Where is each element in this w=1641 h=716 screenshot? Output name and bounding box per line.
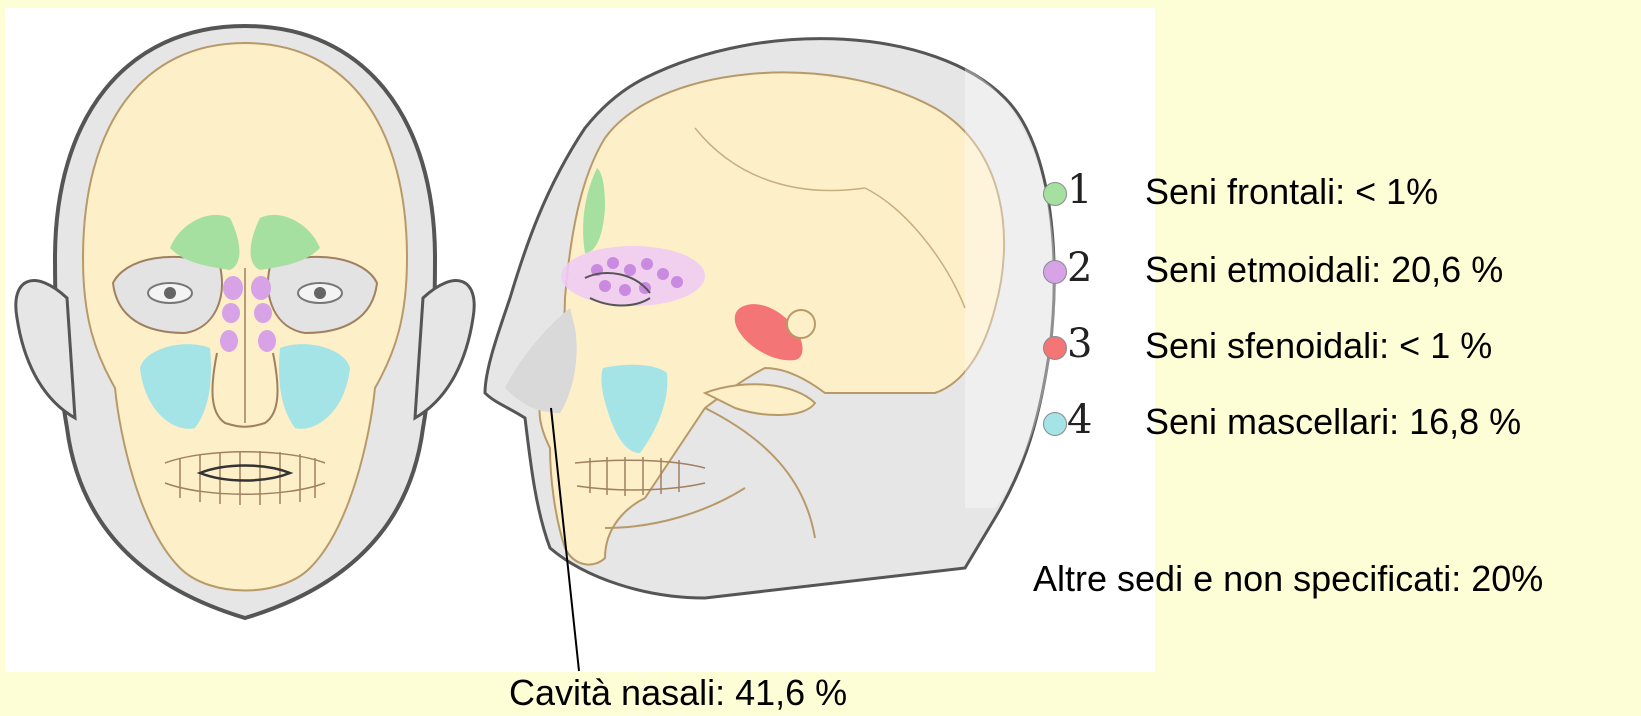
sinus-anatomy-illustration xyxy=(5,8,1155,672)
legend-number: 3 xyxy=(1067,320,1092,368)
sphenoid-sinus-marker-icon xyxy=(1043,336,1067,360)
ethmoid-sinus-marker-icon xyxy=(1043,260,1067,284)
legend-number: 2 xyxy=(1067,244,1092,292)
front-view-head xyxy=(16,26,474,618)
maxillary-sinus-marker-icon xyxy=(1043,412,1067,436)
other-sites-label: Altre sedi e non specificati: 20% xyxy=(1033,559,1543,599)
side-ethmoid-region xyxy=(561,246,705,306)
frontal-sinus-marker-icon xyxy=(1043,182,1067,206)
legend-label: Seni frontali: < 1% xyxy=(1145,172,1438,212)
side-view-head xyxy=(485,39,1055,671)
legend-label: Seni mascellari: 16,8 % xyxy=(1145,402,1521,442)
nasal-cavity-label: Cavità nasali: 41,6 % xyxy=(509,673,847,713)
legend-number: 1 xyxy=(1067,166,1092,214)
legend-label: Seni etmoidali: 20,6 % xyxy=(1145,250,1503,290)
front-left-ear xyxy=(16,281,75,418)
front-right-ear xyxy=(415,281,474,418)
illustration-panel xyxy=(5,8,1155,672)
legend-label: Seni sfenoidali: < 1 % xyxy=(1145,326,1492,366)
legend-number: 4 xyxy=(1067,396,1092,444)
